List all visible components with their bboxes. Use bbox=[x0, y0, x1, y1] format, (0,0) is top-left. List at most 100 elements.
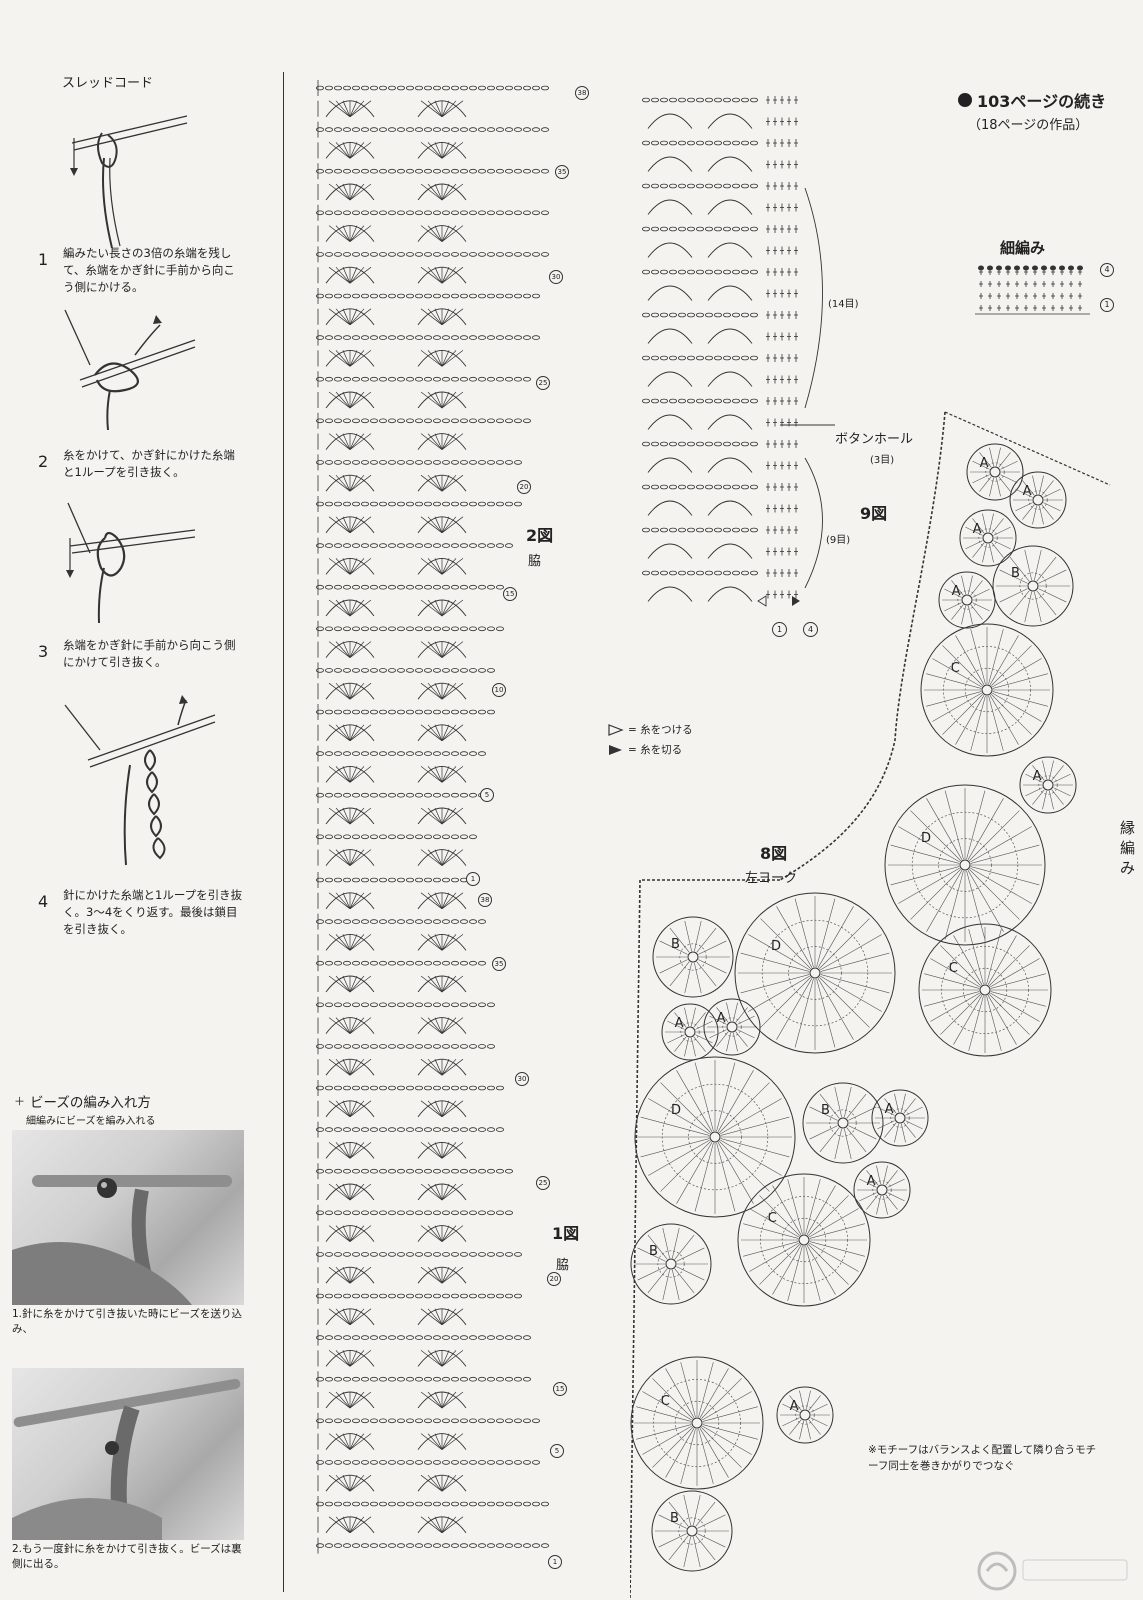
step-text: 針にかけた糸端と1ループを引き抜く。3〜4をくり返す。最後は鎖目を引き抜く。 bbox=[63, 888, 243, 936]
row-marker: 15 bbox=[503, 587, 517, 601]
svg-text:A: A bbox=[790, 1399, 799, 1414]
fig9-rows14: (14目) bbox=[828, 299, 859, 310]
thread-cord-illustration-1 bbox=[70, 115, 188, 248]
svg-text:B: B bbox=[1011, 566, 1020, 581]
motif-a: A bbox=[661, 1003, 719, 1061]
svg-text:D: D bbox=[921, 831, 931, 846]
row-marker: 38 bbox=[575, 86, 589, 100]
plus-icon: ＋ bbox=[14, 1095, 25, 1108]
motif-c: C bbox=[920, 623, 1054, 757]
row-marker: 30 bbox=[515, 1072, 529, 1086]
svg-text:A: A bbox=[675, 1016, 684, 1031]
fig2-sub: 脇 bbox=[528, 554, 542, 569]
motif-c: C bbox=[737, 1173, 871, 1307]
svg-text:A: A bbox=[973, 522, 982, 537]
column-divider bbox=[283, 72, 284, 1592]
step-text: 糸をかけて、かぎ針にかけた糸端と1ループを引き抜く。 bbox=[63, 448, 235, 479]
attach-yarn-icon bbox=[608, 724, 624, 736]
beads-photo-1 bbox=[12, 1130, 244, 1305]
thread-cord-illustration-4 bbox=[64, 695, 216, 866]
row-marker: 35 bbox=[555, 165, 569, 179]
motif-d: D bbox=[734, 892, 896, 1054]
motif-b: B bbox=[652, 916, 734, 998]
sc-row-mark-b: 1 bbox=[1100, 298, 1114, 312]
motif-d: D bbox=[884, 784, 1046, 946]
svg-text:D: D bbox=[671, 1103, 681, 1118]
svg-text:B: B bbox=[821, 1103, 830, 1118]
row-marker: 35 bbox=[492, 957, 506, 971]
beads-caption-2: 2.もう一度針に糸をかけて引き抜く。ビーズは裏側に出る。 bbox=[12, 1543, 242, 1570]
motif-d: D bbox=[634, 1056, 796, 1218]
motif-a: A bbox=[853, 1161, 911, 1219]
legend-attach: = 糸をつける bbox=[628, 724, 693, 736]
svg-text:A: A bbox=[717, 1011, 726, 1026]
fig9-label: 9図 bbox=[860, 504, 888, 523]
step-text: 糸端をかぎ針に手前から向こう側にかけて引き抜く。 bbox=[63, 638, 236, 669]
svg-text:A: A bbox=[980, 456, 989, 471]
svg-text:C: C bbox=[768, 1211, 777, 1226]
svg-text:C: C bbox=[949, 961, 958, 976]
motif-a: A bbox=[703, 998, 761, 1056]
stitch-chart-fig9 bbox=[642, 96, 835, 607]
motif-a: A bbox=[1019, 756, 1077, 814]
source-note: （18ページの作品） bbox=[968, 118, 1089, 133]
step-number: 2 bbox=[38, 452, 49, 471]
buttonhole-label: ボタンホール bbox=[835, 432, 914, 447]
motif-b: B bbox=[651, 1490, 733, 1572]
fig9-mark-b: 4 bbox=[803, 622, 818, 637]
fig8-label: 8図 bbox=[760, 844, 788, 863]
motif-b: B bbox=[802, 1082, 884, 1164]
buttonhole-sub: (3目) bbox=[870, 455, 895, 466]
step-number: 4 bbox=[38, 892, 49, 911]
row-marker: 30 bbox=[549, 270, 563, 284]
row-marker: 20 bbox=[517, 480, 531, 494]
svg-text:B: B bbox=[670, 1511, 679, 1526]
row-marker: 1 bbox=[548, 1555, 562, 1569]
svg-text:C: C bbox=[951, 661, 960, 676]
svg-text:A: A bbox=[867, 1174, 876, 1189]
edging-label: 縁編み bbox=[1120, 819, 1136, 877]
svg-text:A: A bbox=[1033, 769, 1042, 784]
bullet-icon bbox=[958, 93, 972, 107]
row-marker: 38 bbox=[478, 893, 492, 907]
motif-c: C bbox=[630, 1356, 764, 1490]
sc-title: 細編み bbox=[1000, 239, 1046, 257]
fig1-label: 1図 bbox=[552, 1224, 580, 1243]
row-marker: 1 bbox=[466, 872, 480, 886]
fig1-sub: 脇 bbox=[556, 1258, 570, 1273]
row-marker: 5 bbox=[550, 1444, 564, 1458]
stitch-chart-fig2-fig1 bbox=[316, 80, 549, 1554]
step-text: 編みたい長さの3倍の糸端を残して、糸端をかぎ針に手前から向こう側にかける。 bbox=[63, 246, 235, 294]
sc-chart bbox=[975, 265, 1090, 315]
motif-a: A bbox=[871, 1089, 929, 1147]
thread-cord-illustration-3 bbox=[66, 502, 196, 624]
svg-text:D: D bbox=[771, 939, 781, 954]
watermark-logo bbox=[977, 1551, 1128, 1591]
motif-b: B bbox=[992, 545, 1074, 627]
motif-b: B bbox=[630, 1223, 712, 1305]
beads-title: ビーズの編み入れ方 bbox=[30, 1095, 151, 1111]
motif-a: A bbox=[776, 1386, 834, 1444]
motif-a: A bbox=[938, 571, 996, 629]
row-marker: 10 bbox=[492, 683, 506, 697]
beads-subtitle: 細編みにビーズを編み入れる bbox=[26, 1116, 156, 1127]
row-marker: 25 bbox=[536, 376, 550, 390]
thread-cord-title: スレッドコード bbox=[62, 76, 154, 91]
sc-row-mark-a: 4 bbox=[1100, 263, 1114, 277]
svg-text:A: A bbox=[885, 1102, 894, 1117]
motif-c: C bbox=[918, 923, 1052, 1057]
row-marker: 20 bbox=[547, 1272, 561, 1286]
svg-text:B: B bbox=[649, 1244, 658, 1259]
fig9-mark-a: 1 bbox=[772, 622, 787, 637]
beads-caption-1: 1.針に糸をかけて引き抜いた時にビーズを送り込み、 bbox=[12, 1308, 242, 1335]
step-number: 3 bbox=[38, 642, 49, 661]
svg-text:A: A bbox=[1023, 484, 1032, 499]
motif-a: A bbox=[1009, 471, 1067, 529]
fig2-label: 2図 bbox=[526, 526, 554, 545]
fig8-sub: 左ヨーク bbox=[745, 871, 798, 886]
svg-text:B: B bbox=[671, 937, 680, 952]
motif-note: ※モチーフはバランスよく配置して隣り合うモチーフ同士を巻きかがりでつなぐ bbox=[868, 1444, 1097, 1472]
continued-title: 103ページの続き bbox=[977, 92, 1107, 111]
svg-text:C: C bbox=[661, 1394, 670, 1409]
thread-cord-illustration-2 bbox=[64, 309, 196, 430]
